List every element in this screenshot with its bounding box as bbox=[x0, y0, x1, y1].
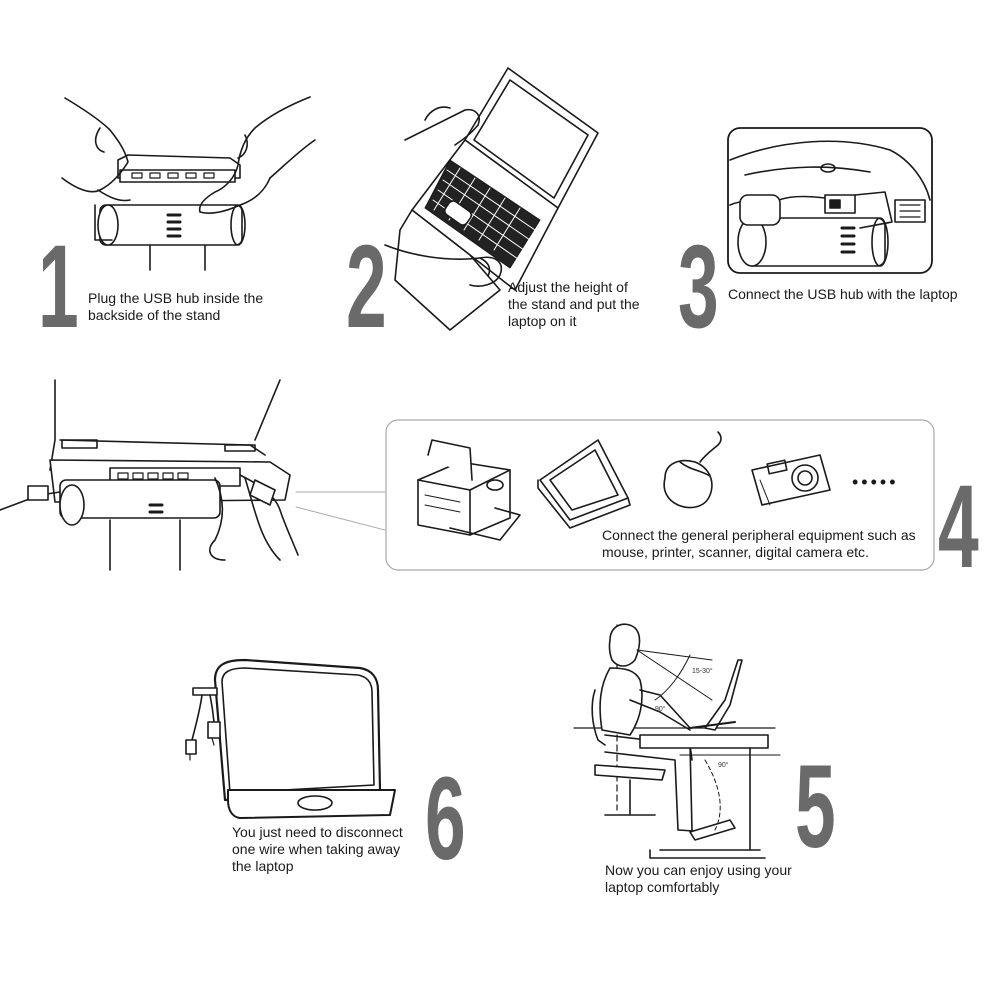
angle-label-view: 15-30° bbox=[692, 668, 713, 675]
step6-caption-line: one wire when taking away bbox=[232, 841, 401, 857]
step5-caption-line: laptop comfortably bbox=[605, 879, 720, 895]
step6-caption: You just need to disconnect one wire whe… bbox=[232, 824, 442, 875]
scanner-illustration bbox=[537, 439, 631, 529]
step6-caption-line: You just need to disconnect bbox=[232, 824, 403, 840]
step4-caption-line: Connect the general peripheral equipment… bbox=[602, 527, 916, 543]
step1-caption-line: Plug the USB hub inside the bbox=[88, 290, 264, 306]
step2-caption-line: Adjust the height of bbox=[508, 279, 628, 295]
step3-illustration bbox=[727, 127, 933, 274]
step5-caption-line: Now you can enjoy using your bbox=[605, 862, 792, 878]
step2-caption-line: laptop on it bbox=[508, 313, 577, 329]
angle-label-elbow: 90° bbox=[655, 706, 666, 713]
camera-illustration bbox=[751, 454, 831, 506]
step2-caption-line: the stand and put the bbox=[508, 296, 640, 312]
step-number-4: 4 bbox=[938, 461, 979, 593]
step-number-3: 3 bbox=[678, 221, 719, 353]
step-number-5: 5 bbox=[795, 741, 836, 873]
more-devices-indicator: ••••• bbox=[852, 472, 899, 492]
step4-caption: Connect the general peripheral equipment… bbox=[602, 527, 932, 561]
printer-illustration bbox=[417, 439, 521, 541]
peripherals-panel bbox=[385, 419, 935, 571]
step3-caption: Connect the USB hub with the laptop bbox=[728, 286, 988, 303]
step5-caption: Now you can enjoy using your laptop comf… bbox=[605, 862, 835, 896]
mouse-illustration bbox=[663, 431, 722, 509]
step1-caption-line: backside of the stand bbox=[88, 307, 221, 323]
step4-caption-line: mouse, printer, scanner, digital camera … bbox=[602, 544, 869, 560]
step3-caption-line: Connect the USB hub with the laptop bbox=[728, 286, 958, 302]
step-number-1: 1 bbox=[38, 221, 79, 353]
step-number-6: 6 bbox=[425, 753, 466, 885]
step5-illustration bbox=[573, 623, 781, 859]
angle-label-knee: 90° bbox=[718, 762, 729, 769]
step4-laptop-illustration bbox=[0, 379, 299, 571]
step2-illustration bbox=[384, 67, 599, 331]
step1-illustration bbox=[61, 96, 316, 271]
step2-caption: Adjust the height of the stand and put t… bbox=[508, 279, 708, 330]
step1-caption: Plug the USB hub inside the backside of … bbox=[88, 290, 328, 324]
step-number-2: 2 bbox=[346, 221, 387, 353]
step6-illustration bbox=[185, 658, 396, 819]
step6-caption-line: the laptop bbox=[232, 858, 294, 874]
